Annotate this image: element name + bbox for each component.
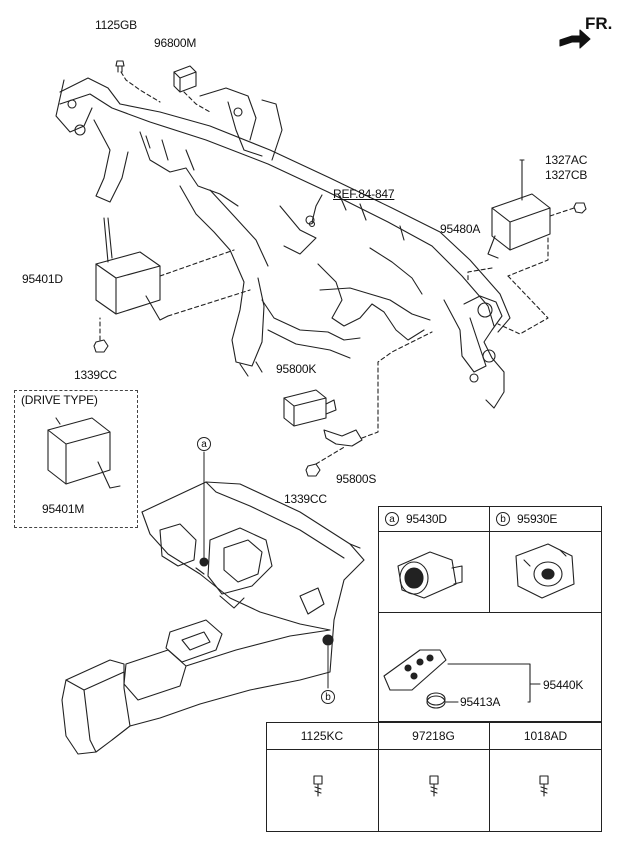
part-label-95413a: 95413A [460,695,501,709]
module-95401m-icon [47,417,121,489]
ignition-switch-95430d-icon [397,551,463,599]
bracket-95800s-icon [323,429,363,447]
part-label-1327cb: 1327CB [545,168,588,182]
table-row-divider [378,612,602,613]
fastener-1125kc: 1125KC [300,729,344,743]
part-label-95401m: 95401M [42,502,85,516]
part-label-1339cc-b: 1339CC [284,492,327,506]
part-label-96800m: 96800M [154,36,197,50]
table-divider [489,506,490,613]
fastener-divider-2 [489,722,490,832]
screw-1018ad-icon [539,775,549,797]
screw-97218g-icon [429,775,439,797]
screw-1125kc-icon [313,775,323,797]
drive-type-label: (DRIVE TYPE) [21,393,98,407]
module-95480a-icon [487,159,551,259]
fastener-header-row [266,722,602,750]
callout-b: b [321,690,335,704]
fastener-divider-1 [378,722,379,832]
bolt-1125gb-icon [115,60,125,73]
drive-type-box [14,390,138,528]
table-header-row [378,506,602,532]
part-label-95800k: 95800K [276,362,317,376]
smart-key-95440k-icon [383,649,447,691]
cowl-cross-member [55,77,511,409]
nut-1339cc-a-icon [93,339,109,353]
module-96800m-icon [173,65,197,93]
immobilizer-95930e-icon [515,543,575,599]
battery-95413a-icon [426,692,446,709]
table-circle-b: b [496,512,510,526]
part-label-95440k: 95440K [543,678,584,692]
fastener-1018ad: 1018AD [523,729,568,743]
dashboard-assembly [61,481,365,755]
fastener-97218g: 97218G [412,729,455,743]
table-part-95430d: 95430D [406,512,447,526]
part-label-95800s: 95800S [336,472,377,486]
sensor-95800k-icon [283,389,337,427]
front-direction-label: FR. [585,14,613,33]
reference-label: REF.84-847 [333,187,395,201]
front-arrow-icon [559,29,591,49]
part-label-95480a: 95480A [440,222,481,236]
part-label-1339cc-a: 1339CC [74,368,117,382]
table-circle-a: a [385,512,399,526]
table-part-95930e: 95930E [517,512,558,526]
part-label-1327ac: 1327AC [545,153,588,167]
module-95401d-icon [95,217,169,321]
nut-1327-icon [573,202,587,214]
part-label-1125gb: 1125GB [95,18,137,32]
callout-a: a [197,437,211,451]
nut-1339cc-b-icon [305,463,321,477]
part-label-95401d: 95401D [22,272,63,286]
